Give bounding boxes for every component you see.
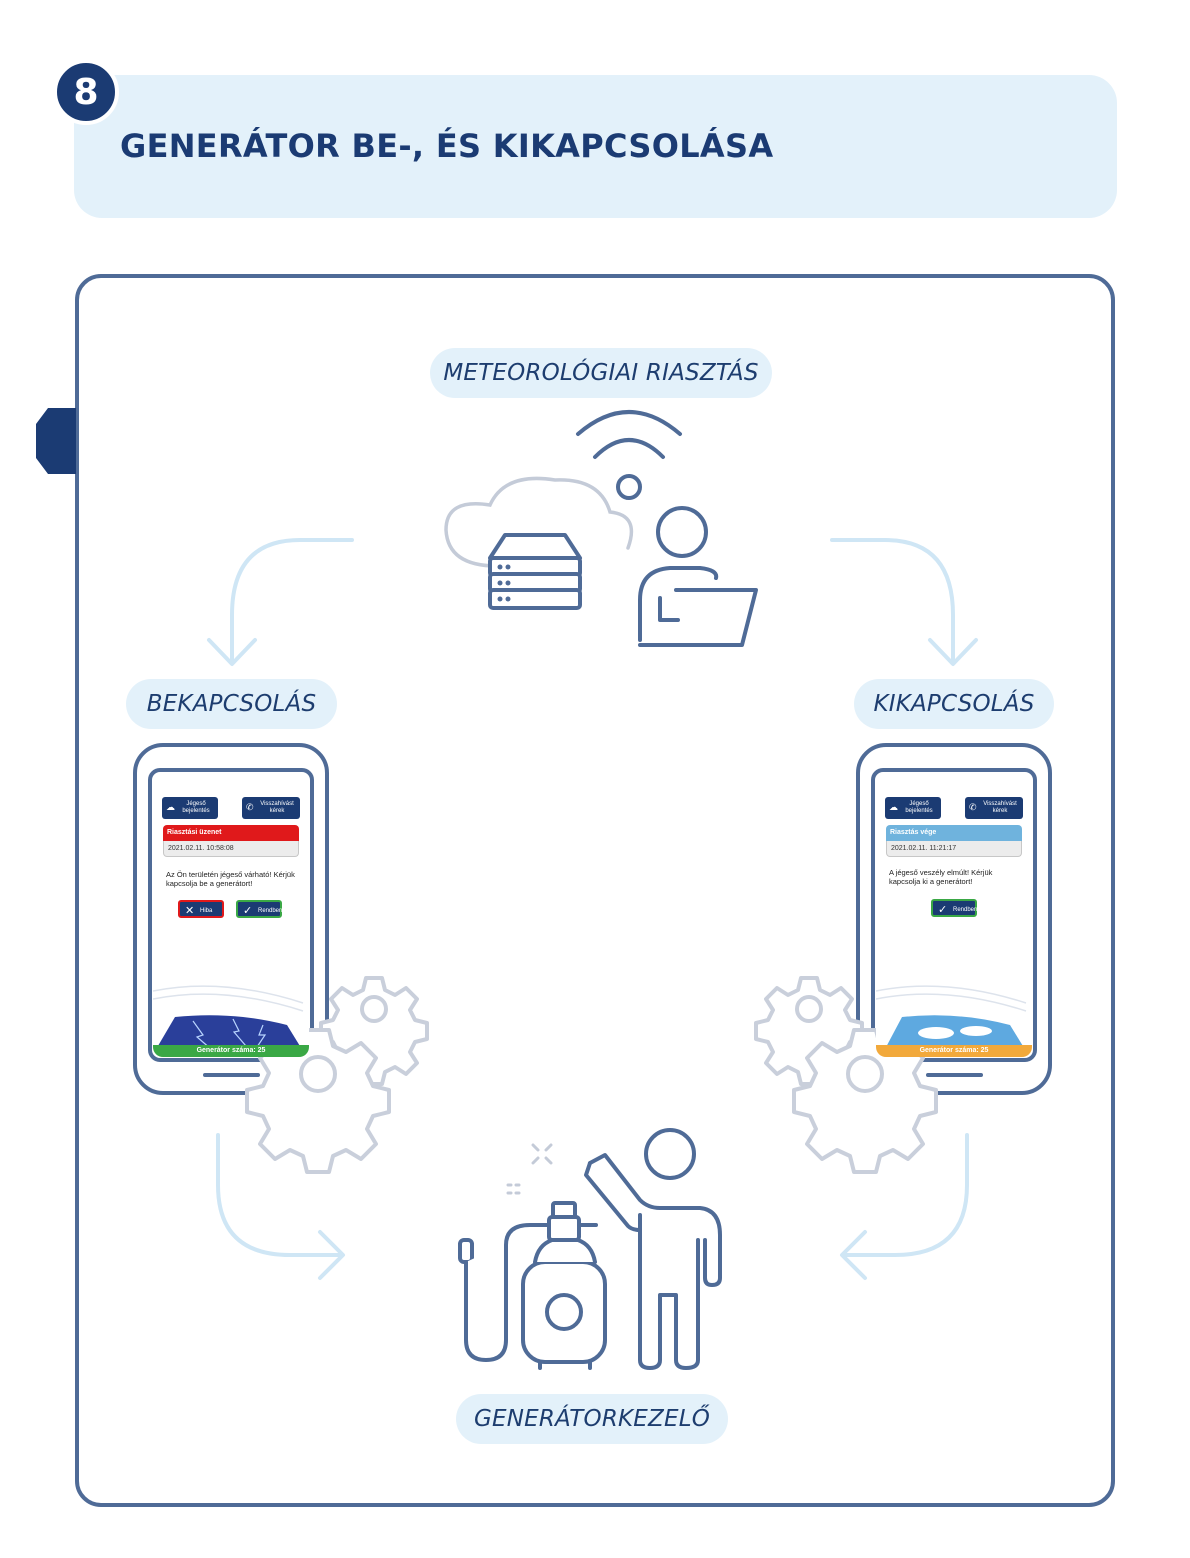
label-generator-operator: GENERÁTORKEZELŐ	[456, 1394, 728, 1444]
person-laptop-icon	[638, 506, 758, 647]
arrow-bottom-left	[216, 1133, 344, 1257]
server-icon	[488, 533, 582, 610]
check-icon: ✓	[243, 905, 253, 917]
error-button[interactable]: ✕ Hiba	[178, 900, 224, 918]
label-switch-on: BEKAPCSOLÁS	[126, 679, 337, 729]
cloud-icon: ☁	[889, 802, 898, 812]
header-panel	[74, 75, 1117, 218]
hail-report-label: Jégeső bejelentés	[182, 801, 210, 814]
check-icon: ✓	[938, 904, 948, 916]
arrow-bottom-right	[841, 1133, 969, 1257]
hail-report-button[interactable]: ☁ Jégeső bejelentés	[162, 797, 218, 819]
phone-icon: ✆	[246, 802, 254, 812]
phone-screen-left: ☁ Jégeső bejelentés ✆ Visszahívást kérek…	[153, 773, 309, 1057]
gear-icon	[245, 1028, 391, 1174]
phone-screen-right: ☁ Jégeső bejelentés ✆ Visszahívást kérek…	[876, 773, 1032, 1057]
generator-number: Generátor száma: 25	[196, 1047, 266, 1054]
page-title: GENERÁTOR BE-, ÉS KIKAPCSOLÁSA	[120, 127, 774, 165]
ok-button[interactable]: ✓ Rendben	[931, 899, 977, 917]
error-label: Hiba	[200, 908, 213, 914]
callback-label: Visszahívást kérek	[983, 801, 1017, 814]
phone-icon: ✆	[969, 802, 977, 812]
phone-left-body	[133, 743, 329, 1095]
arrow-top-right	[830, 538, 955, 664]
alert-title: Riasztási üzenet	[163, 825, 299, 841]
hail-report-label: Jégeső bejelentés	[905, 801, 933, 814]
arrow-top-left	[230, 538, 354, 664]
gas-cylinder-icon	[458, 1201, 607, 1370]
storm-banner	[153, 985, 309, 1057]
label-switch-off: KIKAPCSOLÁS	[854, 679, 1054, 729]
callback-button[interactable]: ✆ Visszahívást kérek	[965, 797, 1023, 819]
side-tab-marker	[36, 408, 76, 474]
alert-message: A jégeső veszély elmúlt! Kérjük kapcsolj…	[889, 868, 993, 886]
arrow-icon	[207, 538, 978, 1280]
alert-title: Riasztás vége	[886, 825, 1022, 841]
phone-right-body	[856, 743, 1052, 1095]
cloud-icon	[444, 476, 634, 568]
gear-icon	[792, 1028, 938, 1174]
alert-time: 2021.02.11. 11:21:17	[886, 841, 1022, 857]
label-meteorological-alert: METEOROLÓGIAI RIASZTÁS	[430, 348, 772, 398]
step-number-badge: 8	[53, 59, 119, 125]
alert-time: 2021.02.11. 10:58:08	[163, 841, 299, 857]
wifi-icon	[576, 410, 682, 500]
person-waving-icon	[584, 1128, 722, 1370]
ok-button[interactable]: ✓ Rendben	[236, 900, 282, 918]
callback-button[interactable]: ✆ Visszahívást kérek	[242, 797, 300, 819]
generator-number: Generátor száma: 25	[919, 1047, 989, 1054]
ok-label: Rendben	[258, 908, 283, 914]
alert-message: Az Ön területén jégeső várható! Kérjük k…	[166, 870, 295, 888]
sunny-banner	[876, 985, 1032, 1057]
callback-label: Visszahívást kérek	[260, 801, 294, 814]
cloud-icon: ☁	[166, 802, 175, 812]
hail-report-button[interactable]: ☁ Jégeső bejelentés	[885, 797, 941, 819]
close-icon: ✕	[185, 905, 195, 917]
ok-label: Rendben	[953, 907, 978, 913]
